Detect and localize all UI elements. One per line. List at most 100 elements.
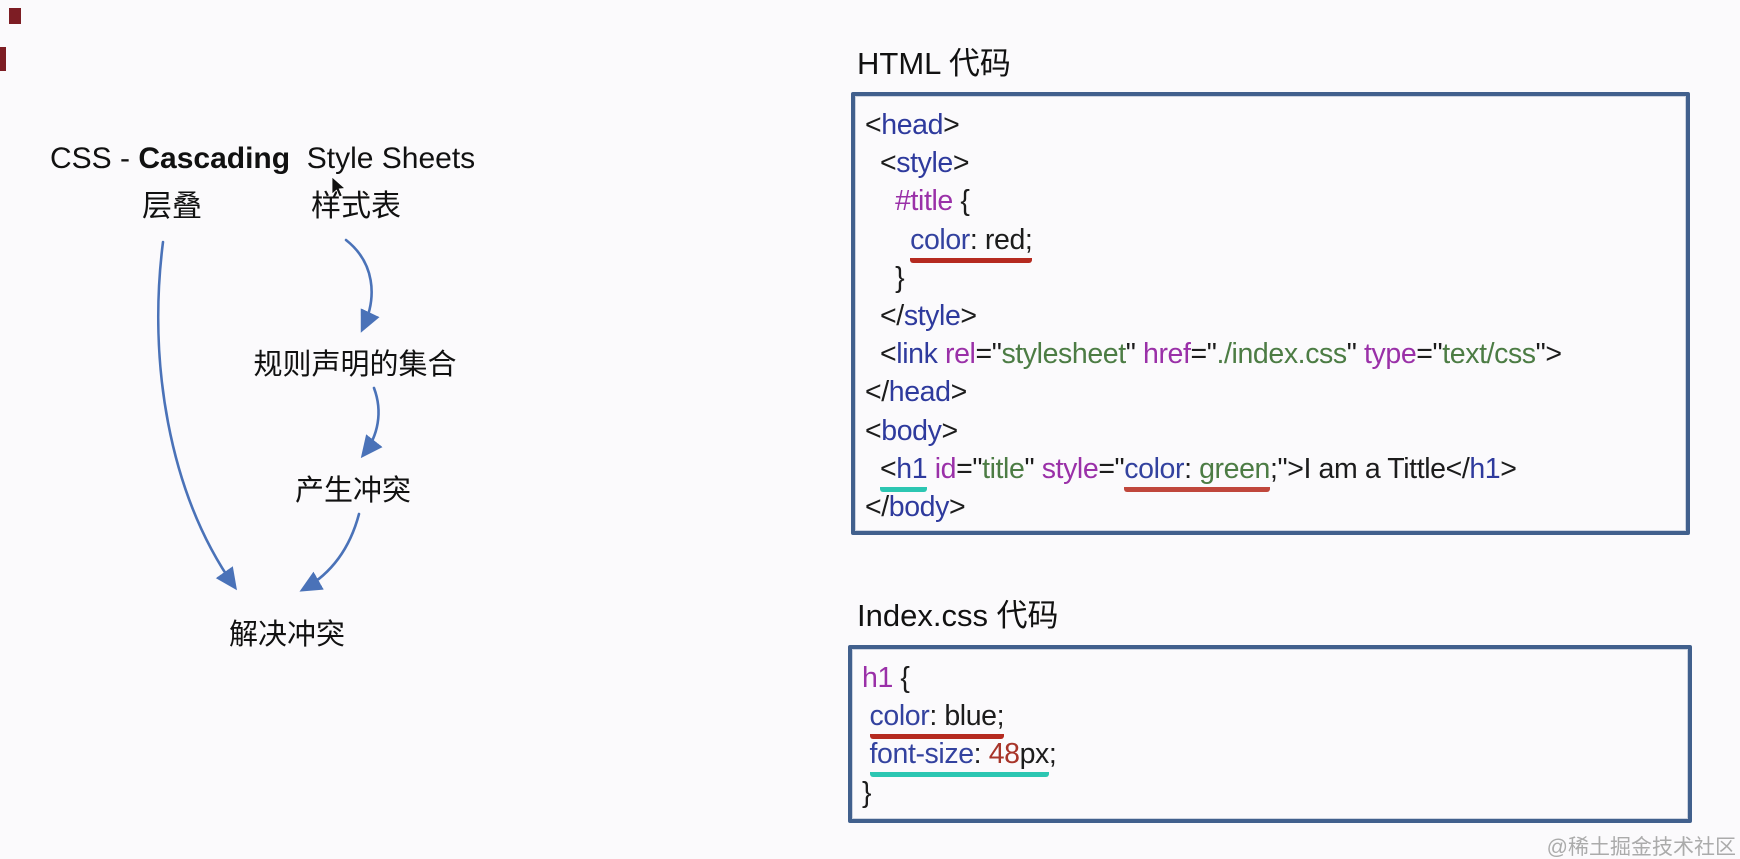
code-line: <style> xyxy=(865,144,1682,182)
token-p: : xyxy=(973,738,989,771)
token-p: { xyxy=(892,662,910,694)
token-attr: style xyxy=(1041,452,1099,485)
code-line: <link rel="stylesheet" href="./index.css… xyxy=(865,335,1682,373)
token-prop: color xyxy=(869,700,930,733)
token-prop: color xyxy=(910,223,970,256)
token-attr: href xyxy=(1143,338,1191,371)
token-num: 48 xyxy=(988,738,1020,771)
code-segment: <head> xyxy=(865,109,960,141)
token-p: =" xyxy=(956,452,983,485)
token-p: } xyxy=(862,776,872,809)
token-p: =" xyxy=(1190,338,1217,371)
css-fullname-title: CSS - Cascading Style Sheets xyxy=(50,142,475,176)
code-segment: id="title" style=" xyxy=(927,452,1125,485)
token-p: > xyxy=(950,376,968,409)
token-str: ./index.css xyxy=(1216,338,1348,371)
code-segment xyxy=(865,224,910,256)
code-segment: #title { xyxy=(865,185,970,217)
code-line: h1 { xyxy=(862,659,1684,697)
token-attr: type xyxy=(1364,338,1417,371)
code-line: color: red; xyxy=(865,221,1682,263)
token-p: { xyxy=(952,185,970,218)
css-code-box: h1 { color: blue; font-size: 48px;} xyxy=(848,645,1692,823)
code-line: </style> xyxy=(865,297,1682,335)
label-cascade-cn: 层叠 xyxy=(142,190,202,223)
token-p: < xyxy=(865,414,882,447)
code-segment xyxy=(865,453,880,485)
css-code-section-title: Index.css 代码 xyxy=(857,598,1059,633)
code-line: } xyxy=(865,259,1682,297)
arrow-rules-to-conflict xyxy=(360,386,383,459)
code-segment xyxy=(862,738,870,770)
token-p: : xyxy=(1184,452,1200,485)
token-str: text/css xyxy=(1442,338,1536,371)
token-str: stylesheet xyxy=(1001,338,1126,371)
hand-underline-teal: <h1 xyxy=(880,452,928,492)
token-p: =" xyxy=(1416,338,1443,371)
token-prop: color xyxy=(1124,452,1185,485)
token-p: > xyxy=(952,147,970,180)
code-segment: } xyxy=(865,261,905,294)
token-p: > xyxy=(960,299,977,332)
token-p: " xyxy=(1346,338,1364,371)
token-tag: style xyxy=(903,299,961,332)
red-edge-mark xyxy=(0,47,6,71)
token-str: green xyxy=(1199,452,1271,485)
token-p: " xyxy=(1024,452,1042,485)
token-p: > xyxy=(941,414,958,447)
token-p: px xyxy=(1019,738,1050,771)
token-attr: h1 xyxy=(862,662,893,694)
token-p: < xyxy=(865,109,882,141)
token-p: </ xyxy=(865,299,904,332)
token-tag: head xyxy=(888,376,951,409)
code-segment: <body> xyxy=(865,415,958,447)
arrow-cascade-to-resolve xyxy=(156,240,237,591)
arrow-sheets-to-rules xyxy=(344,238,380,333)
token-p: > xyxy=(943,109,960,141)
token-p: "> xyxy=(1535,338,1562,371)
node-conflicts-arise: 产生冲突 xyxy=(294,475,412,507)
token-p: > xyxy=(948,490,966,523)
token-tag: link xyxy=(896,338,938,371)
arrow-conflict-to-resolve xyxy=(299,512,361,592)
token-tag: h1 xyxy=(896,452,928,485)
code-line: </body> xyxy=(865,488,1682,526)
code-segment: ; xyxy=(1049,738,1057,770)
token-sel: #title xyxy=(895,185,953,218)
code-segment: </head> xyxy=(865,376,967,408)
token-attr: rel xyxy=(944,338,976,371)
code-line: } xyxy=(862,774,1684,812)
title-prefix: CSS - xyxy=(50,142,139,175)
token-p: : blue; xyxy=(929,700,1005,733)
token-p: =" xyxy=(1098,452,1125,485)
token-p: } xyxy=(865,261,905,294)
code-line: #title { xyxy=(865,182,1682,220)
token-p: ;">I am a Tittle</ xyxy=(1270,452,1470,485)
token-attr: id xyxy=(934,452,957,485)
token-p: =" xyxy=(975,338,1002,371)
css-code: h1 { color: blue; font-size: 48px;} xyxy=(852,649,1688,812)
code-segment: } xyxy=(862,776,872,809)
title-suffix: Style Sheets xyxy=(290,142,476,175)
token-p xyxy=(937,338,945,370)
token-tag: head xyxy=(881,109,944,141)
token-p: : red; xyxy=(969,223,1033,256)
red-corner-mark xyxy=(9,8,21,24)
token-tag: h1 xyxy=(1469,452,1501,485)
html-code-box: <head> <style> #title { color: red; } </… xyxy=(851,92,1690,535)
token-p: ; xyxy=(1048,738,1057,771)
token-p xyxy=(927,453,935,485)
code-segment: <style> xyxy=(865,147,970,180)
node-resolve-conflicts: 解决冲突 xyxy=(228,619,346,651)
code-segment: </style> xyxy=(865,300,977,332)
token-tag: body xyxy=(888,490,950,523)
token-tag: body xyxy=(881,414,942,447)
code-segment: </body> xyxy=(865,490,966,523)
code-line: color: blue; xyxy=(862,697,1684,740)
code-segment: h1 { xyxy=(862,662,910,694)
token-tag: style xyxy=(896,147,953,180)
hand-underline-teal: font-size: 48px xyxy=(869,738,1050,778)
token-p: </ xyxy=(865,376,889,409)
hand-underline-red: color: red; xyxy=(910,223,1033,263)
